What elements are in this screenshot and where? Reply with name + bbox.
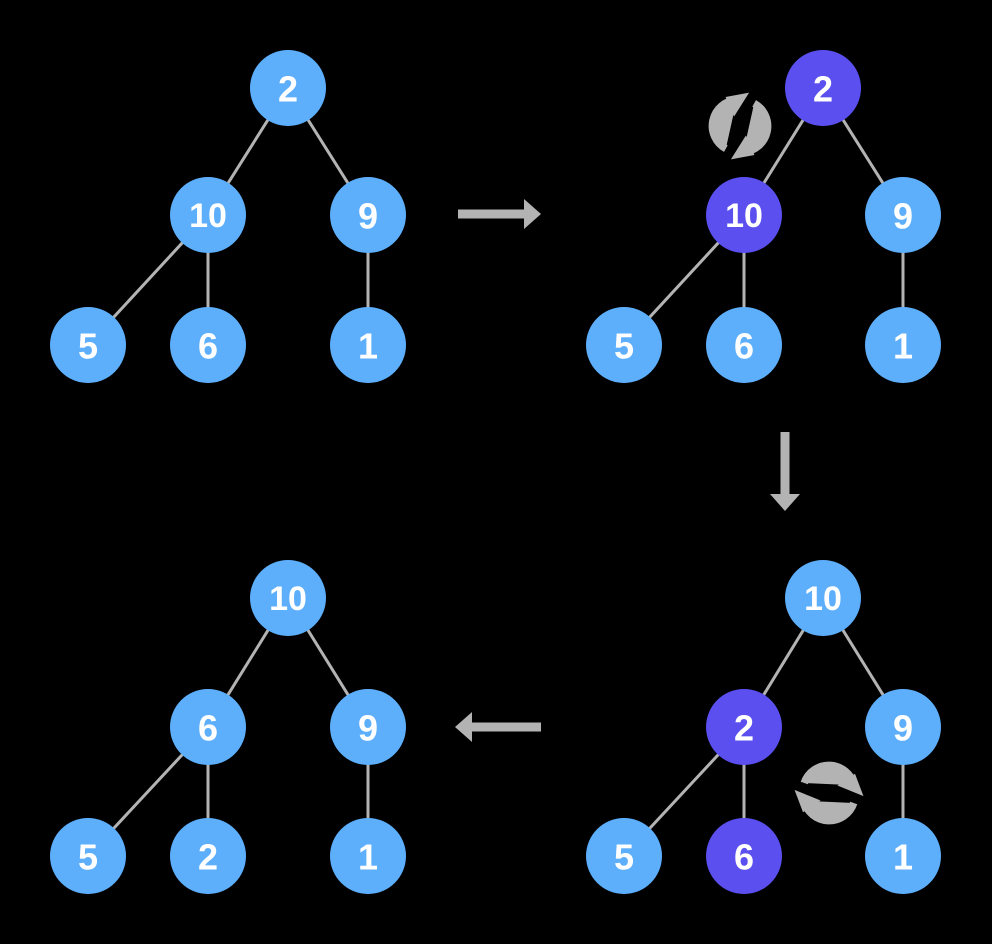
node-circle[interactable]: [250, 50, 326, 126]
tree-edge: [840, 116, 886, 187]
flow-arrow-head: [770, 494, 800, 511]
tree-edge: [646, 239, 722, 321]
tree-edge: [111, 751, 185, 832]
tree-edge: [305, 627, 351, 698]
tree-node[interactable]: 10: [170, 177, 246, 253]
flow-arrow-shaft: [780, 432, 790, 494]
node-circle[interactable]: [330, 689, 406, 765]
swap-markers-layer: [708, 92, 864, 825]
node-circle[interactable]: [586, 307, 662, 383]
tree-node[interactable]: 2: [170, 818, 246, 894]
node-circle[interactable]: [785, 50, 861, 126]
flow-arrow-head: [455, 712, 472, 742]
node-circle[interactable]: [865, 307, 941, 383]
edges-layer: [110, 116, 905, 832]
tree-node[interactable]: 6: [706, 818, 782, 894]
tree-node[interactable]: 5: [50, 818, 126, 894]
tree-node[interactable]: 1: [865, 307, 941, 383]
swap-icon: [708, 92, 772, 160]
tree-edge: [761, 627, 806, 698]
tree-edge: [225, 116, 271, 187]
node-circle[interactable]: [330, 818, 406, 894]
swap-icon: [794, 761, 864, 825]
node-circle[interactable]: [586, 818, 662, 894]
tree-edge: [225, 627, 271, 698]
swap-arrowhead-lower: [730, 135, 755, 160]
node-circle[interactable]: [170, 689, 246, 765]
node-circle[interactable]: [170, 177, 246, 253]
node-circle[interactable]: [170, 307, 246, 383]
tree-edge: [840, 627, 886, 698]
node-circle[interactable]: [706, 177, 782, 253]
tree-node[interactable]: 6: [170, 689, 246, 765]
tree-edge: [110, 239, 186, 321]
tree-node[interactable]: 10: [706, 177, 782, 253]
tree-node[interactable]: 2: [706, 689, 782, 765]
swap-arrowhead-lower: [794, 789, 821, 813]
tree-edge: [761, 117, 806, 186]
node-circle[interactable]: [785, 560, 861, 636]
node-circle[interactable]: [706, 818, 782, 894]
flow-arrow-down: [770, 432, 800, 511]
tree-node[interactable]: 6: [706, 307, 782, 383]
tree-node[interactable]: 5: [586, 307, 662, 383]
node-circle[interactable]: [250, 560, 326, 636]
flow-arrow-shaft: [458, 209, 524, 219]
node-circle[interactable]: [330, 177, 406, 253]
tree-node[interactable]: 10: [785, 560, 861, 636]
tree-node[interactable]: 1: [330, 307, 406, 383]
node-circle[interactable]: [865, 689, 941, 765]
tree-node[interactable]: 9: [330, 177, 406, 253]
node-circle[interactable]: [170, 818, 246, 894]
tree-node[interactable]: 5: [586, 818, 662, 894]
node-circle[interactable]: [50, 307, 126, 383]
tree-node[interactable]: 5: [50, 307, 126, 383]
tree-node[interactable]: 1: [330, 818, 406, 894]
node-circle[interactable]: [706, 307, 782, 383]
tree-node[interactable]: 9: [865, 177, 941, 253]
node-circle[interactable]: [330, 307, 406, 383]
tree-edge: [647, 751, 721, 832]
swap-arrowhead-upper: [725, 92, 750, 117]
flow-arrow-left: [455, 712, 541, 742]
node-circle[interactable]: [50, 818, 126, 894]
node-circle[interactable]: [865, 818, 941, 894]
tree-node[interactable]: 2: [785, 50, 861, 126]
tree-node[interactable]: 9: [865, 689, 941, 765]
flow-arrow-right: [458, 199, 541, 229]
flow-arrow-head: [524, 199, 541, 229]
flow-arrows-layer: [455, 199, 800, 742]
tree-node[interactable]: 1: [865, 818, 941, 894]
tree-node[interactable]: 6: [170, 307, 246, 383]
node-circle[interactable]: [865, 177, 941, 253]
node-circle[interactable]: [706, 689, 782, 765]
flow-arrow-shaft: [472, 722, 541, 732]
tree-edge: [305, 116, 351, 187]
tree-node[interactable]: 10: [250, 560, 326, 636]
tree-node[interactable]: 2: [250, 50, 326, 126]
swap-arrowhead-upper: [837, 773, 864, 797]
tree-node[interactable]: 9: [330, 689, 406, 765]
